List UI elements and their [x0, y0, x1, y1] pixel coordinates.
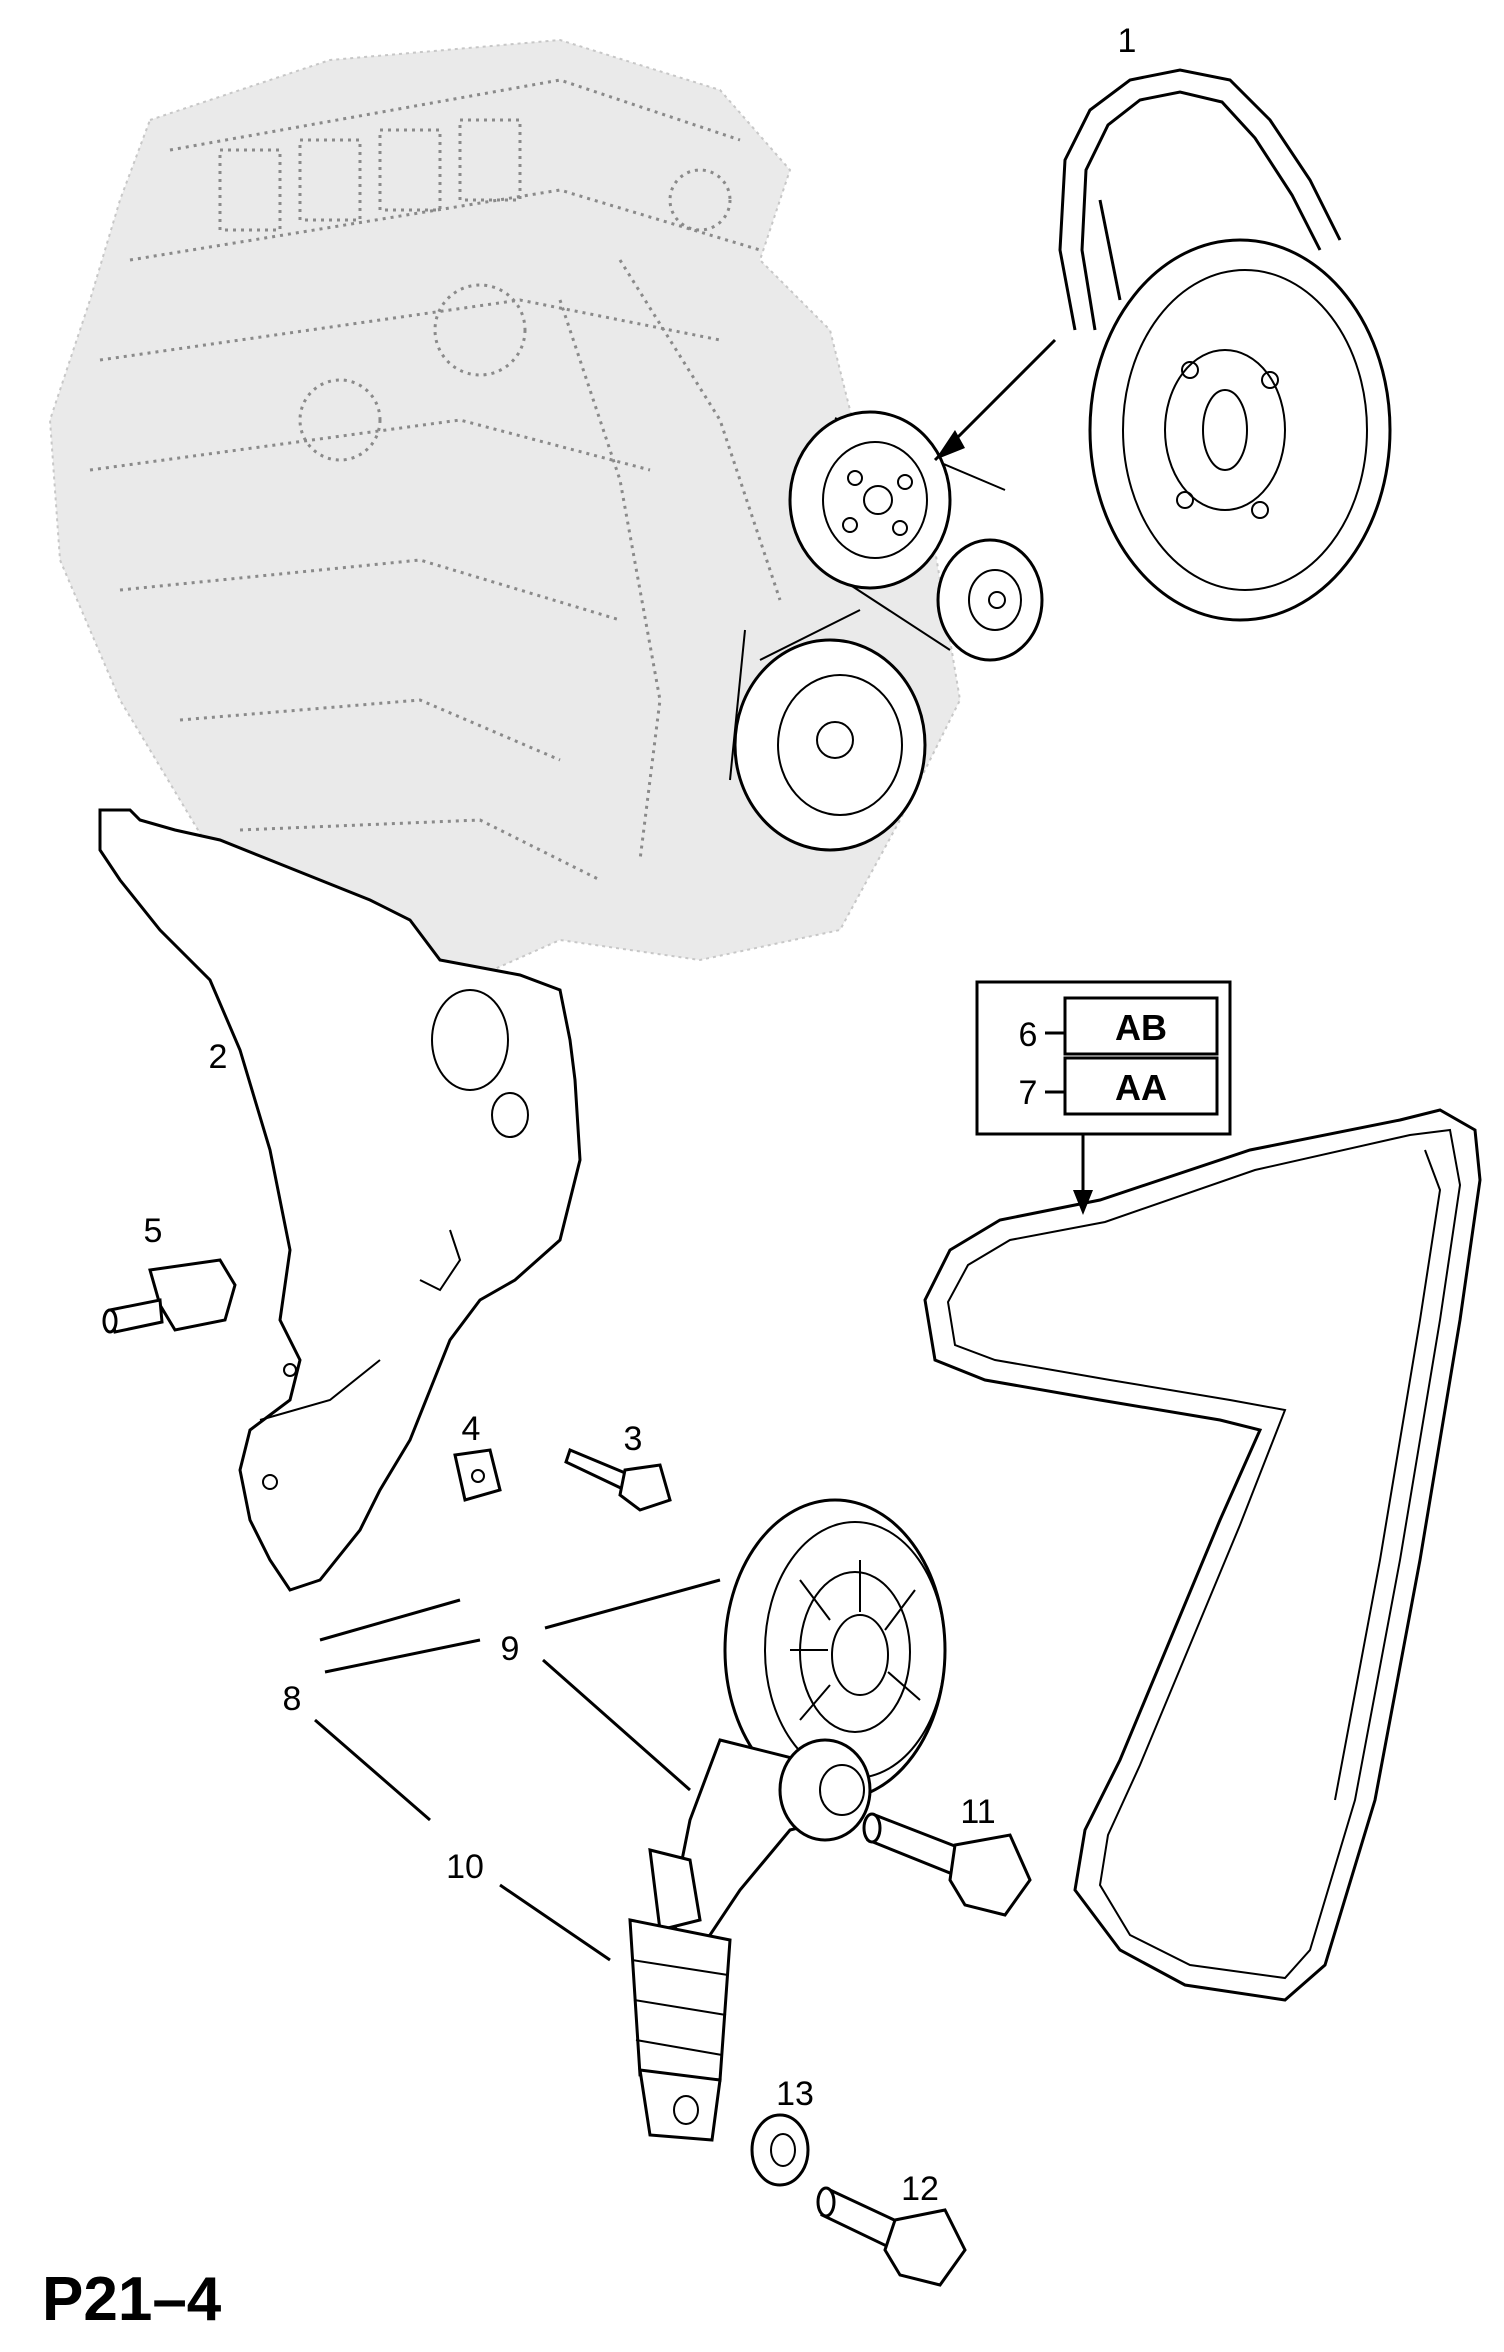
callout-2: 2	[209, 1038, 228, 1076]
page-code: P21–4	[42, 2265, 222, 2334]
crankshaft-pulley-and-belt	[933, 68, 1392, 622]
washer-part	[750, 2113, 810, 2187]
callout-6: 6	[1019, 1016, 1038, 1054]
callout-3: 3	[624, 1420, 643, 1458]
callout-11: 11	[960, 1793, 995, 1831]
callout-8: 8	[283, 1680, 302, 1718]
push-clip-part	[102, 1258, 237, 1334]
callout-12: 12	[901, 2170, 939, 2208]
callout-7: 7	[1019, 1074, 1038, 1112]
callout-10: 10	[446, 1848, 484, 1886]
tensioner-damper-part	[628, 1848, 732, 2142]
variant-box: AB AA	[975, 980, 1232, 1215]
tensioner-bolt-upper-part	[862, 1812, 1032, 1917]
variant-code-ab: AB	[1115, 1007, 1167, 1048]
callout-9: 9	[501, 1630, 520, 1668]
leader-lines	[314, 1578, 721, 1962]
tensioner-bolt-lower-part	[816, 2186, 967, 2287]
callout-13: 13	[776, 2075, 814, 2113]
belt-cover-shield	[98, 808, 582, 1592]
callout-4: 4	[462, 1410, 481, 1448]
screw-part	[564, 1447, 672, 1512]
callouts: 1 2 3 4 5 6 7 8 9 10 11 12 13	[144, 22, 1137, 2208]
variant-code-aa: AA	[1115, 1067, 1167, 1108]
ribbed-drive-belt	[923, 1108, 1482, 2002]
clip-nut-part	[453, 1448, 502, 1502]
belt-tensioner-assembly	[668, 1498, 947, 1953]
callout-5: 5	[144, 1212, 163, 1250]
engine-pulley-assembly	[729, 410, 1044, 852]
callout-1: 1	[1118, 22, 1137, 60]
